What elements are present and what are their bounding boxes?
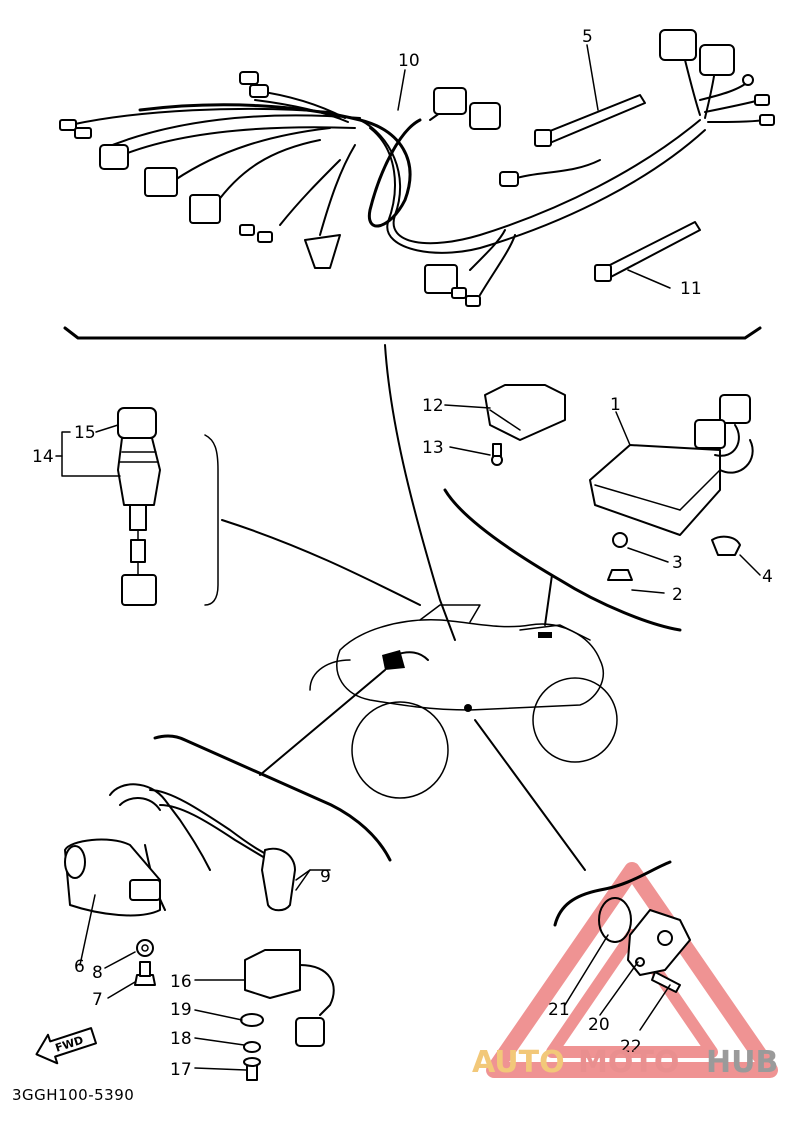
- callout-3: 3: [672, 553, 683, 573]
- callout-16: 16: [170, 972, 192, 992]
- switch-bracket: [204, 434, 219, 606]
- callout-13: 13: [422, 438, 444, 458]
- harness-bracket: [63, 326, 762, 340]
- callout-12: 12: [422, 396, 444, 416]
- callout-18: 18: [170, 1029, 192, 1049]
- callout-19: 19: [170, 1000, 192, 1020]
- callout-2: 2: [672, 585, 683, 605]
- callout-21: 21: [548, 1000, 570, 1020]
- watermark-text: AUTO MOTO HUB: [472, 1045, 778, 1080]
- resistor-12: [484, 384, 566, 466]
- watermark-auto: AUTO: [472, 1045, 565, 1080]
- cable-tie-5: [534, 94, 646, 147]
- leader-rectifier: [544, 574, 553, 626]
- watermark-logo: [486, 862, 778, 1078]
- leader-switch: [221, 519, 421, 606]
- callout-22: 22: [620, 1037, 642, 1057]
- callout-15: 15: [74, 423, 96, 443]
- leader-pickup: [474, 719, 586, 871]
- pickup-coil: [598, 897, 691, 993]
- rectifier-bracket: [443, 488, 682, 632]
- callout-20: 20: [588, 1015, 610, 1035]
- leader-coil: [259, 669, 386, 776]
- diagram-code: 3GGH100-5390: [12, 1086, 134, 1104]
- callout-17: 17: [170, 1060, 192, 1080]
- fwd-arrow: FWD: [35, 1027, 98, 1065]
- coil-bracket: [153, 734, 392, 862]
- callout-9: 9: [320, 867, 331, 887]
- pickup-bracket: [553, 860, 672, 927]
- callout-5: 5: [582, 27, 593, 47]
- callout-4: 4: [762, 567, 773, 587]
- ignition-coil: [64, 783, 296, 986]
- leader-harness: [384, 344, 456, 641]
- main-switch: [117, 407, 161, 606]
- callout-14: 14: [32, 447, 54, 467]
- leader-lines: [55, 44, 761, 1071]
- callout-6: 6: [74, 957, 85, 977]
- watermark-moto: MOTO: [578, 1045, 679, 1080]
- cable-tie-11: [594, 221, 701, 282]
- wire-harness: [59, 29, 775, 307]
- callout-7: 7: [92, 990, 103, 1010]
- callout-10: 10: [398, 51, 420, 71]
- callout-11: 11: [680, 279, 702, 299]
- atv-outline: [309, 604, 618, 799]
- watermark-hub: HUB: [706, 1045, 778, 1080]
- callout-8: 8: [92, 963, 103, 983]
- rectifier-1: [589, 394, 754, 581]
- callout-1: 1: [610, 395, 621, 415]
- cdi-unit: [240, 949, 335, 1081]
